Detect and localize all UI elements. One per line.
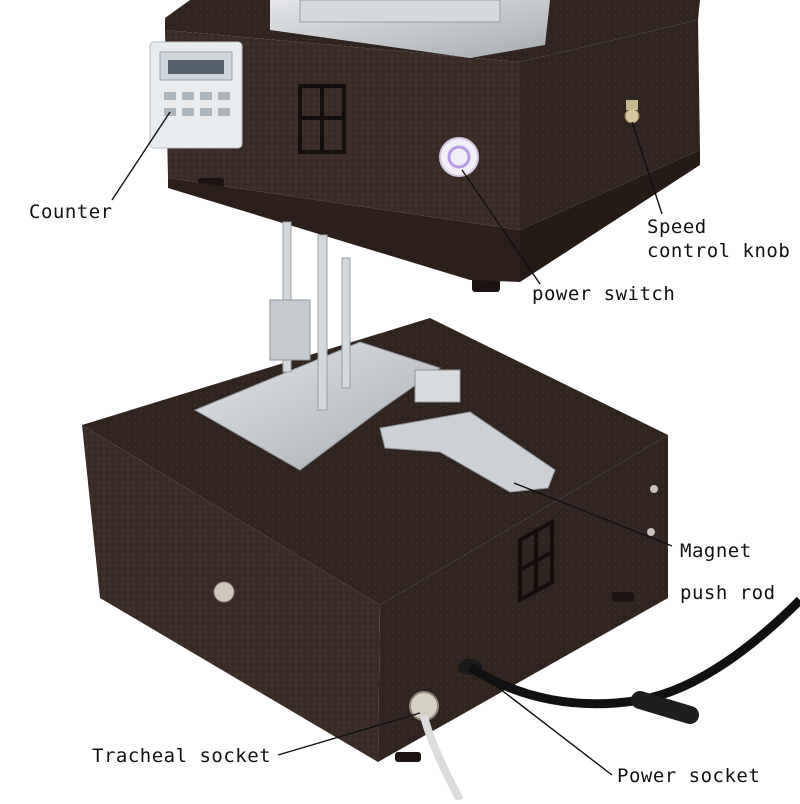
vertical-rod	[282, 221, 292, 373]
rod-bracket	[269, 299, 311, 361]
tracheal-tube	[420, 715, 464, 802]
bottom-machine-top-face	[82, 318, 668, 605]
magnet-push-rod	[379, 411, 556, 493]
speed-control-knob	[624, 108, 640, 124]
speed-control-label-line1: Speed	[647, 216, 707, 238]
tracheal-socket-label: Tracheal socket	[92, 745, 272, 767]
vertical-rod	[317, 234, 328, 411]
speed-knob-stem	[626, 100, 638, 110]
side-bolt	[650, 485, 658, 493]
top-machine-foot	[472, 278, 500, 292]
brand-logo	[298, 84, 346, 154]
bottom-machine-foot	[395, 752, 421, 762]
top-machine-side-face	[520, 20, 700, 230]
magnet-label-line1: Magnet	[680, 540, 752, 562]
power-plug	[631, 691, 699, 724]
magnet-leader-line	[513, 482, 673, 547]
bottom-machine	[82, 221, 800, 802]
speed-knob-leader-line	[631, 121, 663, 215]
tracheal-socket	[409, 691, 439, 721]
brand-logo	[518, 518, 554, 604]
power-switch-leader-line	[461, 169, 541, 285]
counter-leader-line	[111, 111, 171, 201]
leader-lines	[111, 111, 673, 776]
power-socket-leader-line	[477, 671, 613, 776]
power-socket-label: Power socket	[617, 765, 761, 787]
power-switch-ring	[447, 145, 471, 169]
side-bolt	[647, 528, 655, 536]
top-machine-mechanism	[299, 0, 501, 23]
magnet-label-line2: push rod	[680, 582, 776, 604]
top-machine	[149, 0, 700, 292]
vertical-rod	[341, 257, 351, 389]
tracheal-socket-leader-line	[277, 712, 421, 756]
top-machine-base-edge	[520, 150, 700, 282]
counter-digits	[168, 60, 224, 74]
top-machine-base-edge	[168, 178, 520, 282]
power-switch	[439, 137, 479, 177]
push-rod-block	[414, 369, 461, 403]
speed-control-label-line2: control knob	[647, 240, 791, 262]
power-switch-label: power switch	[532, 283, 676, 305]
bottom-machine-foot	[612, 592, 634, 602]
front-bolt	[213, 581, 235, 603]
counter-label: Counter	[29, 201, 113, 223]
counter-device	[149, 41, 243, 149]
